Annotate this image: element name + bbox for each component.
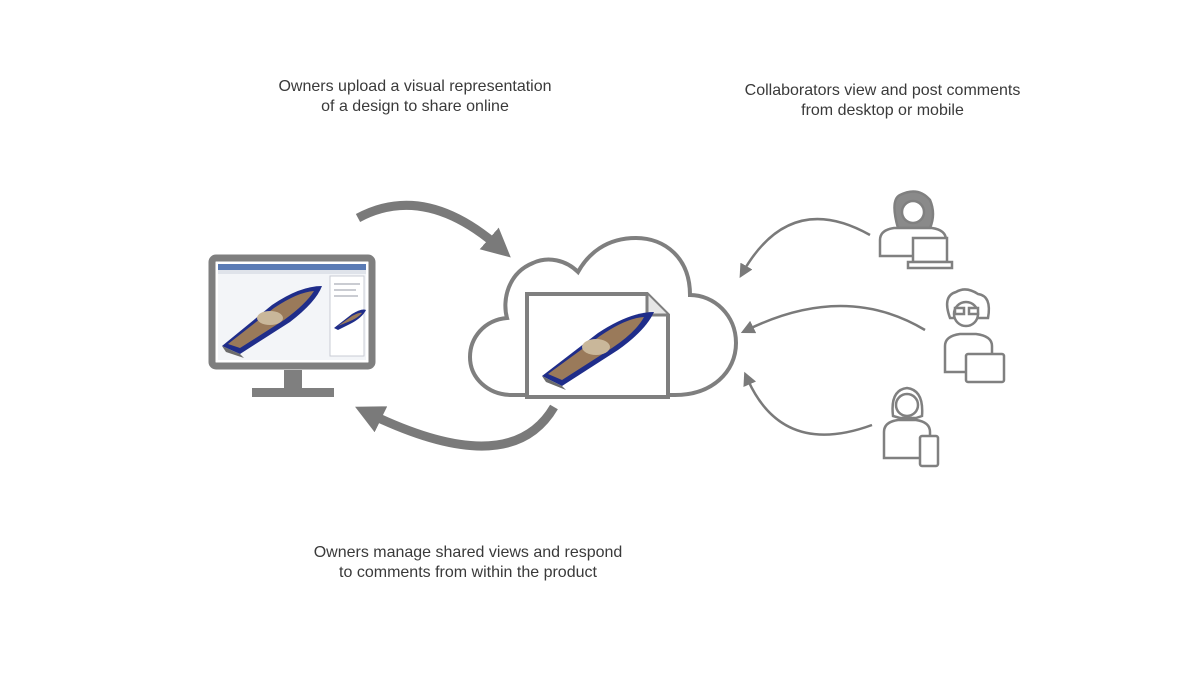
person-with-phone-icon [882, 386, 940, 468]
upload-caption: Owners upload a visual representation of… [240, 77, 590, 117]
collaborator-arrow-1 [739, 217, 871, 278]
boat-render-icon [222, 286, 322, 358]
manage-caption-line1: Owners manage shared views and respond [313, 544, 623, 561]
person-with-laptop-icon [878, 190, 954, 270]
upload-caption-line2: of a design to share online [321, 98, 509, 115]
desktop-monitor-icon [208, 254, 376, 397]
document-icon [525, 292, 670, 399]
collaborator-arrow-2 [740, 304, 926, 334]
boat-thumbnail-icon [334, 309, 366, 330]
collaborators-caption-line1: Collaborators view and post comments [744, 82, 1021, 99]
manage-caption: Owners manage shared views and respond t… [278, 543, 658, 583]
collaborators-caption: Collaborators view and post comments fro… [705, 81, 1060, 121]
collaborator-arrow-3 [743, 371, 873, 436]
upload-caption-line1: Owners upload a visual representation [278, 78, 552, 95]
collaborators-caption-line2: from desktop or mobile [801, 102, 964, 119]
upload-arrow [355, 200, 511, 258]
person-with-tablet-icon [943, 288, 1006, 384]
manage-arrow [355, 404, 558, 451]
manage-caption-line2: to comments from within the product [339, 564, 597, 581]
boat-render-icon [542, 312, 654, 390]
